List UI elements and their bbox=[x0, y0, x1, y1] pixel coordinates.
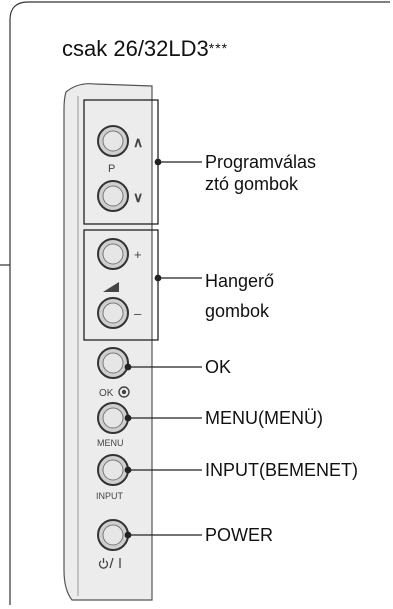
program-label-line1: Programválas bbox=[205, 152, 317, 172]
ok-mark: OK bbox=[99, 388, 114, 399]
menu-button[interactable] bbox=[97, 402, 129, 434]
outer-frame bbox=[9, 1, 390, 605]
ok-label: OK bbox=[205, 357, 232, 377]
menu-mark: MENU bbox=[97, 438, 124, 448]
volume-plus-mark: + bbox=[134, 247, 142, 262]
power-icon bbox=[98, 557, 121, 569]
volume-icon bbox=[103, 282, 119, 292]
volume-down-button[interactable] bbox=[97, 297, 129, 329]
program-up-mark: ∧ bbox=[133, 134, 143, 150]
volume-minus-mark: – bbox=[134, 306, 142, 321]
volume-up-button[interactable] bbox=[97, 238, 129, 270]
menu-label: MENU(MENÜ) bbox=[205, 408, 323, 428]
program-down-mark: ∨ bbox=[133, 189, 143, 205]
power-button[interactable] bbox=[97, 519, 129, 551]
leader-lines bbox=[124, 158, 202, 539]
model-title-text: csak 26/32LD3 bbox=[62, 36, 209, 61]
volume-buttons-label: Hangerő gombok bbox=[205, 266, 274, 326]
ok-button[interactable] bbox=[97, 347, 129, 379]
volume-group-box bbox=[83, 229, 159, 341]
input-button[interactable] bbox=[97, 454, 129, 486]
ok-dot-icon bbox=[118, 386, 130, 398]
program-up-button[interactable] bbox=[97, 125, 129, 157]
program-down-button[interactable] bbox=[97, 180, 129, 212]
program-letter: P bbox=[108, 163, 115, 175]
program-label-line2: ztó gombok bbox=[205, 174, 299, 194]
input-label: INPUT(BEMENET) bbox=[205, 460, 358, 480]
model-title-suffix: *** bbox=[208, 40, 229, 56]
volume-label-line2: gombok bbox=[205, 301, 270, 321]
volume-label-line1: Hangerő bbox=[205, 271, 275, 291]
model-title: csak 26/32LD3*** bbox=[62, 36, 228, 62]
input-mark: INPUT bbox=[96, 491, 124, 501]
power-label: POWER bbox=[205, 525, 274, 545]
program-buttons-label: Programválas ztó gombok bbox=[205, 151, 316, 195]
